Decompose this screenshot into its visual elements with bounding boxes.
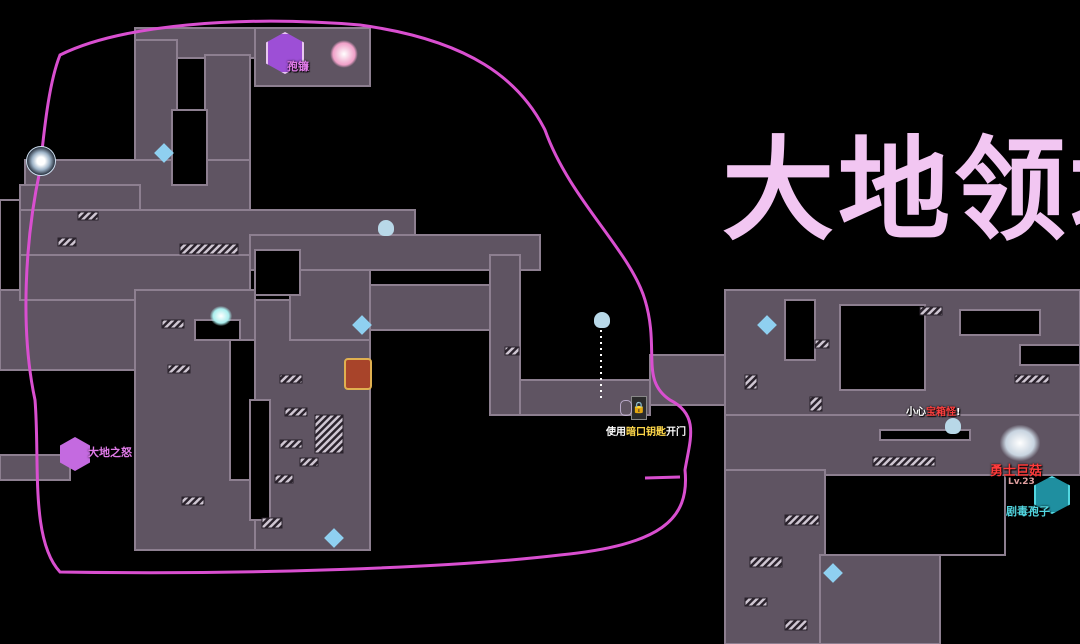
- door-hint-suffix: 开门: [666, 427, 686, 438]
- spiral-portal-icon[interactable]: [26, 146, 56, 176]
- toxic-spore-label: 剧毒孢子: [1006, 505, 1050, 518]
- potion-flask-icon[interactable]: [378, 220, 394, 236]
- boss-name: 勇士巨菇: [990, 464, 1043, 479]
- treasure-chest-icon[interactable]: [344, 358, 372, 390]
- toxic-spore-skill-icon[interactable]: [1034, 476, 1070, 514]
- mimic-warning: 小心宝箱怪!: [906, 403, 961, 418]
- potion-flask-icon[interactable]: [594, 312, 610, 328]
- mimic-warning-key: 宝箱怪: [926, 407, 956, 418]
- route-annotation-loop: [24, 19, 693, 575]
- rose-icon[interactable]: [330, 40, 358, 68]
- boss-level: Lv.23: [1008, 477, 1035, 487]
- hatched-blocks: [57, 211, 1050, 631]
- spore-scythe-label: 孢镰: [287, 60, 309, 73]
- mimic-warning-prefix: 小心: [906, 407, 926, 418]
- door-key-ghost-icon: [620, 400, 632, 416]
- west-cavern-floor: [0, 27, 651, 551]
- earth-wrath-label: 大地之怒: [88, 446, 132, 459]
- boss-horned-skull-icon[interactable]: [1000, 425, 1040, 461]
- mimic-flask-icon[interactable]: [945, 418, 961, 434]
- door-hint: 使用暗口钥匙开门: [606, 423, 686, 438]
- spore-scythe-skill-icon[interactable]: [266, 32, 304, 74]
- door-hint-key: 暗口钥匙: [626, 427, 666, 438]
- locked-door-icon[interactable]: 🔒: [631, 396, 647, 420]
- region-title: 大地领域: [722, 126, 1080, 256]
- door-hint-prefix: 使用: [606, 427, 626, 438]
- mimic-warning-suffix: !: [956, 407, 961, 418]
- glowing-relic-icon[interactable]: [210, 306, 232, 326]
